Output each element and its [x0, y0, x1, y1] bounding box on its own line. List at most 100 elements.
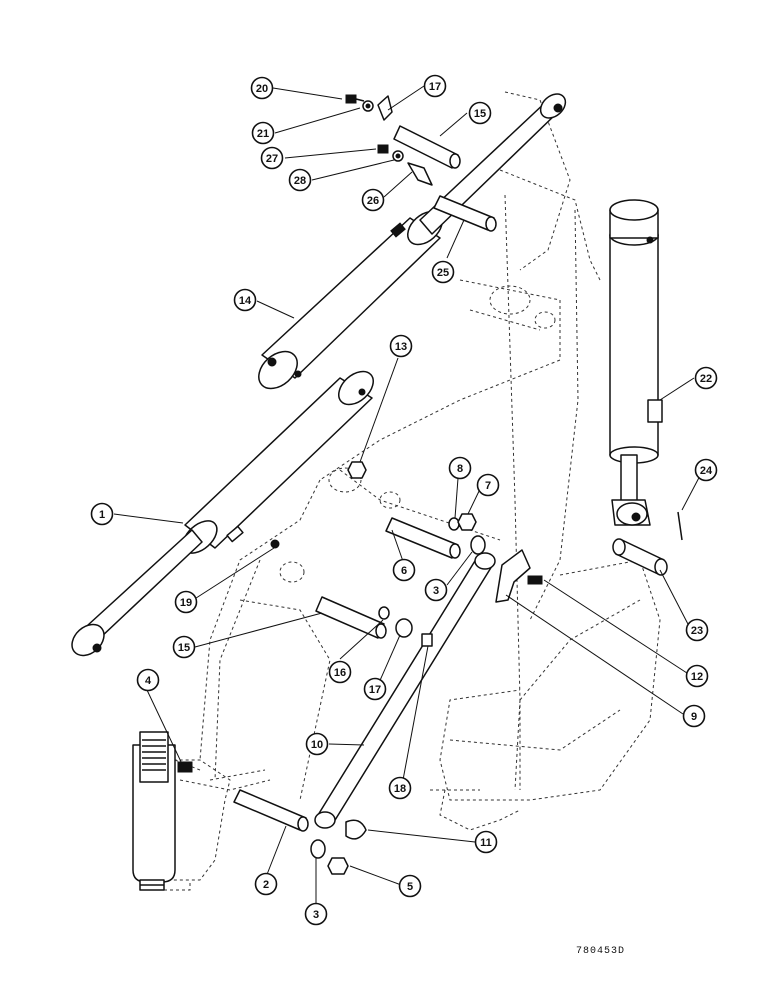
callout-circle: [361, 188, 385, 212]
callout-boom-cylinder: 1: [90, 502, 114, 526]
callout-bracket: 9: [682, 704, 706, 728]
swing-post-knurl: [142, 739, 166, 771]
callout-bolt-swing: 4: [136, 668, 160, 692]
callout-circle: [388, 776, 412, 800]
callout-lock-plate-lower: 17: [363, 677, 387, 701]
callout-label: 3: [433, 585, 439, 597]
callout-label: 12: [691, 671, 703, 683]
callout-bolt-bracket: 12: [685, 664, 709, 688]
lock-plate-upper: [377, 95, 393, 121]
callout-label: 28: [294, 175, 306, 187]
nut-boom: [347, 461, 367, 479]
lock-plate-middle: [407, 162, 433, 186]
callout-lock-plate-middle: 26: [361, 188, 385, 212]
lock-plate-bottom: [345, 819, 367, 840]
callout-bolt-link: 18: [388, 776, 412, 800]
callout-circle: [260, 146, 284, 170]
callout-circle: [448, 456, 472, 480]
callout-label: 21: [257, 128, 269, 140]
callout-circle: [172, 635, 196, 659]
callout-label: 6: [401, 565, 407, 577]
nut-link: [457, 513, 477, 531]
callout-label: 4: [145, 675, 152, 687]
washer-upper: [362, 100, 374, 112]
callout-label: 15: [178, 642, 190, 654]
bolt-middle: [377, 144, 389, 154]
drawing-number: 780453D: [576, 946, 626, 957]
callout-circle: [389, 334, 413, 358]
bracket: [495, 549, 531, 603]
washer-link: [448, 517, 460, 531]
pin-upper: [393, 125, 461, 169]
callout-bolt-upper: 20: [250, 76, 274, 100]
callout-label: 8: [457, 463, 463, 475]
callout-circle: [136, 668, 160, 692]
pin-link: [385, 517, 461, 559]
callout-bushing: 16: [328, 660, 352, 684]
callout-grease-fitting: 19: [174, 590, 198, 614]
callout-circle: [304, 902, 328, 926]
callout-label: 15: [474, 108, 486, 120]
callout-link-bar: 10: [305, 732, 329, 756]
bucket-outline: [430, 559, 661, 831]
dipper-cylinder: [258, 93, 567, 390]
callout-label: 24: [700, 465, 713, 477]
pin-bottom: [233, 789, 309, 832]
callout-label: 7: [485, 480, 491, 492]
leader-lines: [113, 85, 704, 905]
swing-post: [132, 731, 176, 891]
callout-label: 20: [256, 83, 268, 95]
callout-lock-plate-upper: 17: [423, 74, 447, 98]
callout-label: 18: [394, 783, 406, 795]
bolt-bracket: [527, 575, 543, 585]
callout-label: 11: [480, 837, 492, 849]
callout-circle: [392, 558, 416, 582]
callout-bucket-cylinder: 22: [694, 366, 718, 390]
callout-circle: [174, 590, 198, 614]
callout-circle: [424, 578, 448, 602]
callout-pin-boom: 25: [431, 260, 455, 284]
grease-fitting: [270, 539, 280, 549]
callout-lock-ring-upper: 3: [424, 578, 448, 602]
callout-nut-bottom: 5: [398, 874, 422, 898]
callout-label: 2: [263, 879, 269, 891]
bolt-upper: [345, 94, 365, 104]
callout-circle: [423, 74, 447, 98]
callout-cotter-pin: 24: [694, 458, 718, 482]
callout-circle: [250, 76, 274, 100]
callout-circle: [694, 458, 718, 482]
callout-pin-bottom: 2: [254, 872, 278, 896]
lock-ring-upper: [470, 535, 486, 555]
bushing: [378, 606, 390, 620]
callout-pin-link: 6: [392, 558, 416, 582]
callout-circle: [233, 288, 257, 312]
bolt-swing: [177, 761, 193, 773]
bolt-link: [421, 633, 433, 647]
callout-circle: [398, 874, 422, 898]
callout-circle: [251, 121, 275, 145]
callout-dipper-cylinder: 14: [233, 288, 257, 312]
callout-circle: [468, 101, 492, 125]
lock-plate-lower: [395, 618, 413, 638]
lock-ring-bottom: [310, 839, 326, 859]
pin-boom: [433, 195, 497, 232]
cotter-pin: [677, 511, 683, 541]
callout-label: 9: [691, 711, 697, 723]
callout-bolt-middle: 27: [260, 146, 284, 170]
nut-bottom: [327, 857, 349, 875]
callout-washer-middle: 28: [288, 168, 312, 192]
callout-circle: [685, 618, 709, 642]
callout-circle: [694, 366, 718, 390]
callout-label: 1: [99, 509, 105, 521]
callout-label: 17: [369, 684, 381, 696]
callout-circle: [90, 502, 114, 526]
pin-bucket-cylinder: [612, 538, 668, 576]
callout-washer-link: 8: [448, 456, 472, 480]
callout-label: 27: [266, 153, 278, 165]
callout-washer-upper: 21: [251, 121, 275, 145]
callout-circle: [305, 732, 329, 756]
callout-label: 5: [407, 881, 413, 893]
callout-label: 19: [180, 597, 192, 609]
callout-circle: [363, 677, 387, 701]
callout-lock-plate-bottom: 11: [474, 830, 498, 854]
